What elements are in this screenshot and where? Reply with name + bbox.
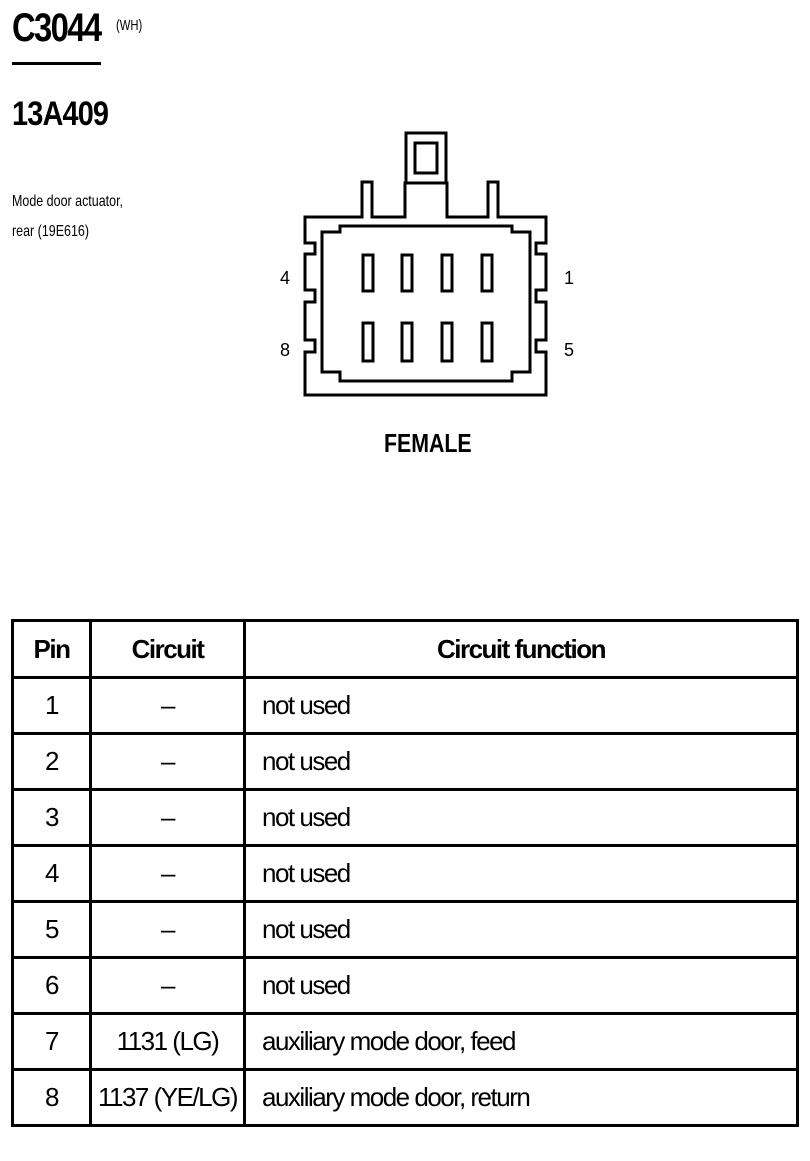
connector-face-diagram: 4 8 1 5 — [280, 131, 574, 397]
pin-cell: 2 — [11, 732, 92, 791]
terminal-cavity — [400, 253, 414, 293]
circuit-cell: 1137 (YE/LG) — [89, 1068, 246, 1127]
connector-color-code: (WH) — [116, 17, 143, 34]
connector-housing-outline — [303, 180, 548, 397]
table-row: 4 – not used — [11, 844, 799, 903]
function-cell: not used — [243, 732, 799, 791]
terminal-cavity — [480, 321, 494, 363]
pin-cell: 4 — [11, 844, 92, 903]
terminal-cavity — [400, 321, 414, 363]
column-header-function: Circuit function — [243, 619, 799, 679]
circuit-cell: – — [89, 732, 246, 791]
circuit-cell: – — [89, 900, 246, 959]
connector-latch — [404, 131, 448, 185]
circuit-cell: – — [89, 844, 246, 903]
pin-number-label: 4 — [280, 268, 290, 288]
description-line-1: Mode door actuator, — [12, 193, 124, 210]
table-row: 7 1131 (LG) auxiliary mode door, feed — [11, 1012, 799, 1071]
table-row: 5 – not used — [11, 900, 799, 959]
circuit-cell: 1131 (LG) — [89, 1012, 246, 1071]
pin-number-label: 1 — [564, 268, 574, 288]
part-number: 13A409 — [12, 95, 109, 133]
function-cell: not used — [243, 788, 799, 847]
terminal-cavity — [361, 321, 375, 363]
terminal-cavity — [480, 253, 494, 293]
connector-id: C3044 — [12, 6, 102, 50]
column-header-circuit: Circuit — [89, 619, 246, 679]
function-cell: auxiliary mode door, feed — [243, 1012, 799, 1071]
pin-number-label: 5 — [564, 340, 574, 360]
pin-cell: 3 — [11, 788, 92, 847]
table-row: 6 – not used — [11, 956, 799, 1015]
pin-cell: 7 — [11, 1012, 92, 1071]
function-cell: not used — [243, 844, 799, 903]
circuit-cell: – — [89, 956, 246, 1015]
table-row: 1 – not used — [11, 676, 799, 735]
description-line-2: rear (19E616) — [12, 223, 90, 240]
connector-cavity-block — [320, 224, 532, 383]
function-cell: not used — [243, 900, 799, 959]
terminal-cavity — [440, 321, 454, 363]
connector-gender-label: FEMALE — [384, 428, 472, 458]
pin-number-label: 8 — [280, 340, 290, 360]
pin-table: Pin Circuit Circuit function 1 – not use… — [11, 619, 799, 1127]
column-header-pin: Pin — [11, 619, 92, 679]
title-underline — [12, 62, 101, 65]
pin-cell: 6 — [11, 956, 92, 1015]
table-row: 3 – not used — [11, 788, 799, 847]
function-cell: not used — [243, 676, 799, 735]
circuit-cell: – — [89, 788, 246, 847]
component-description: Mode door actuator, rear (19E616) — [12, 187, 123, 247]
table-row: 8 1137 (YE/LG) auxiliary mode door, retu… — [11, 1068, 799, 1127]
connector-latch-window — [413, 141, 439, 175]
table-header-row: Pin Circuit Circuit function — [11, 619, 799, 679]
table-row: 2 – not used — [11, 732, 799, 791]
circuit-cell: – — [89, 676, 246, 735]
function-cell: not used — [243, 956, 799, 1015]
pin-cell: 5 — [11, 900, 92, 959]
function-cell: auxiliary mode door, return — [243, 1068, 799, 1127]
pin-cell: 8 — [11, 1068, 92, 1127]
pin-cell: 1 — [11, 676, 92, 735]
terminal-cavity — [361, 253, 375, 293]
terminal-cavity — [440, 253, 454, 293]
